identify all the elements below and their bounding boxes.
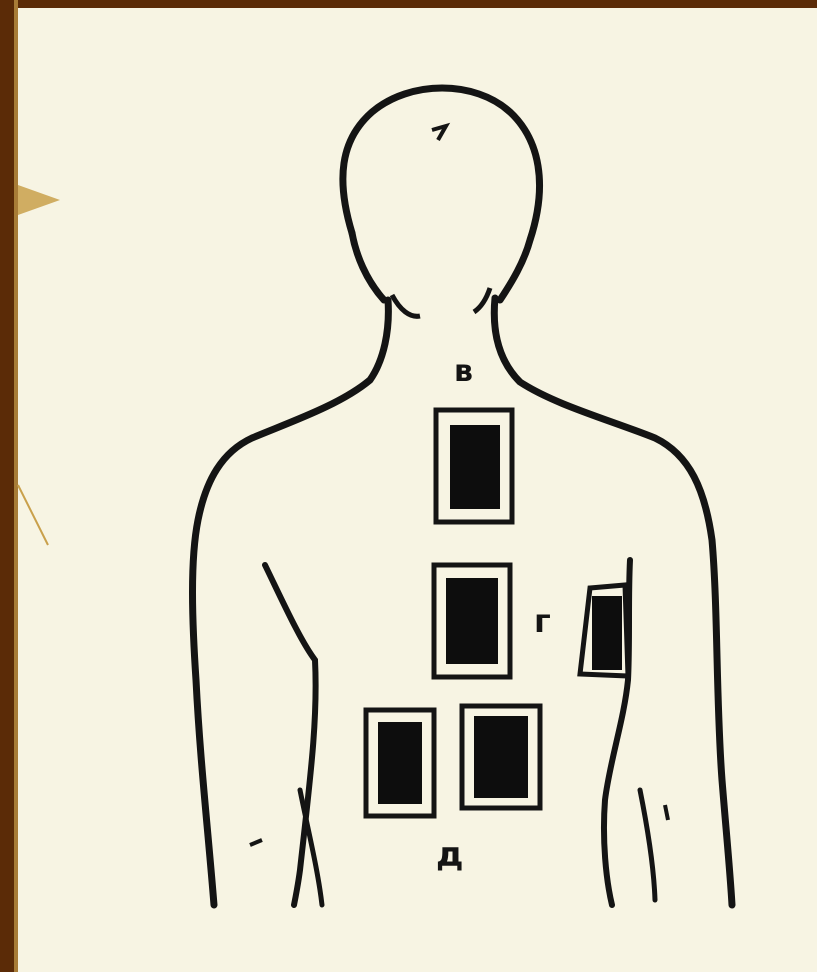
label-g: г: [534, 605, 551, 637]
patch-lower-right: [462, 706, 540, 808]
gold-accent-line: [18, 485, 48, 545]
left-ear: [352, 233, 384, 300]
right-waist-mark: [665, 805, 668, 820]
patch-upper-spine: [436, 410, 512, 522]
patch-side: [580, 585, 628, 676]
gold-accent-top: [18, 185, 60, 215]
head-mark: [432, 126, 446, 140]
neck-mark-right: [474, 288, 490, 312]
label-v: в: [454, 357, 473, 387]
neck-mark-left: [392, 295, 420, 316]
gold-edge: [14, 0, 18, 972]
left-arm-inner: [265, 565, 316, 905]
patch-mid-spine: [434, 565, 510, 677]
head-outline: [343, 88, 540, 300]
left-waist-mark: [250, 840, 262, 845]
label-d: д: [436, 838, 463, 872]
torso-left-outline: [193, 300, 389, 905]
patch-lower-left: [366, 710, 434, 816]
right-hip-line: [640, 790, 655, 900]
